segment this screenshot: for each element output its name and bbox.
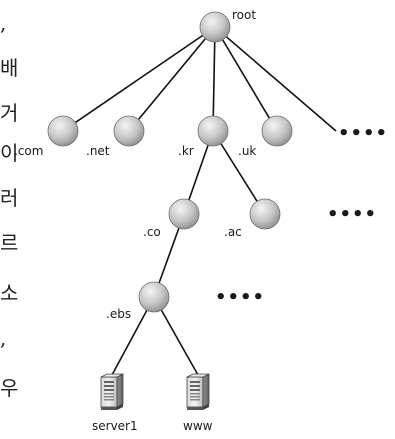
node-uk <box>261 115 293 147</box>
label-kr: .kr <box>178 144 194 158</box>
margin-char: 소 <box>0 281 18 305</box>
label-ac: .ac <box>224 225 242 239</box>
node-labels: root .com .net .kr .uk .co .ac .ebs <box>14 8 256 321</box>
edge-root-more <box>214 26 337 132</box>
node-root <box>199 11 231 43</box>
margin-text-column: , 배 거 이 러 르 소 , 우 <box>0 11 18 400</box>
label-uk: .uk <box>238 144 256 158</box>
server1-icon <box>100 373 124 411</box>
www-server-icon <box>186 373 210 411</box>
node-ebs <box>138 281 170 313</box>
margin-char: , <box>0 326 6 350</box>
margin-char: 러 <box>0 186 18 210</box>
edge-root-net <box>128 26 216 132</box>
ellipsis-level3: •••• <box>215 287 265 308</box>
label-co: .co <box>143 225 161 239</box>
margin-char: 르 <box>0 231 18 255</box>
node-ac <box>249 198 281 230</box>
ellipsis-markers: •••• •••• •••• <box>215 123 388 308</box>
edge-root-uk <box>214 26 278 132</box>
edge-kr-ac <box>212 130 266 215</box>
label-root: root <box>232 8 256 22</box>
margin-char: , <box>0 11 6 35</box>
edge-root-com <box>62 26 216 132</box>
ellipsis-level1: •••• <box>338 123 388 144</box>
node-kr <box>197 115 229 147</box>
node-net <box>113 115 145 147</box>
margin-char: 우 <box>0 376 18 400</box>
edge-root-kr <box>212 26 216 132</box>
tree-edges <box>62 26 337 376</box>
label-ebs: .ebs <box>106 307 131 321</box>
label-net: .net <box>86 144 110 158</box>
label-com: .com <box>14 144 43 158</box>
margin-char: 배 <box>0 56 18 80</box>
node-com <box>47 115 79 147</box>
label-www: www <box>183 419 213 433</box>
ellipsis-level2: •••• <box>327 204 377 225</box>
margin-char: 이 <box>0 141 18 165</box>
tree-nodes <box>47 11 293 313</box>
node-co <box>168 198 200 230</box>
label-server1: server1 <box>92 419 138 433</box>
margin-char: 거 <box>0 101 18 125</box>
